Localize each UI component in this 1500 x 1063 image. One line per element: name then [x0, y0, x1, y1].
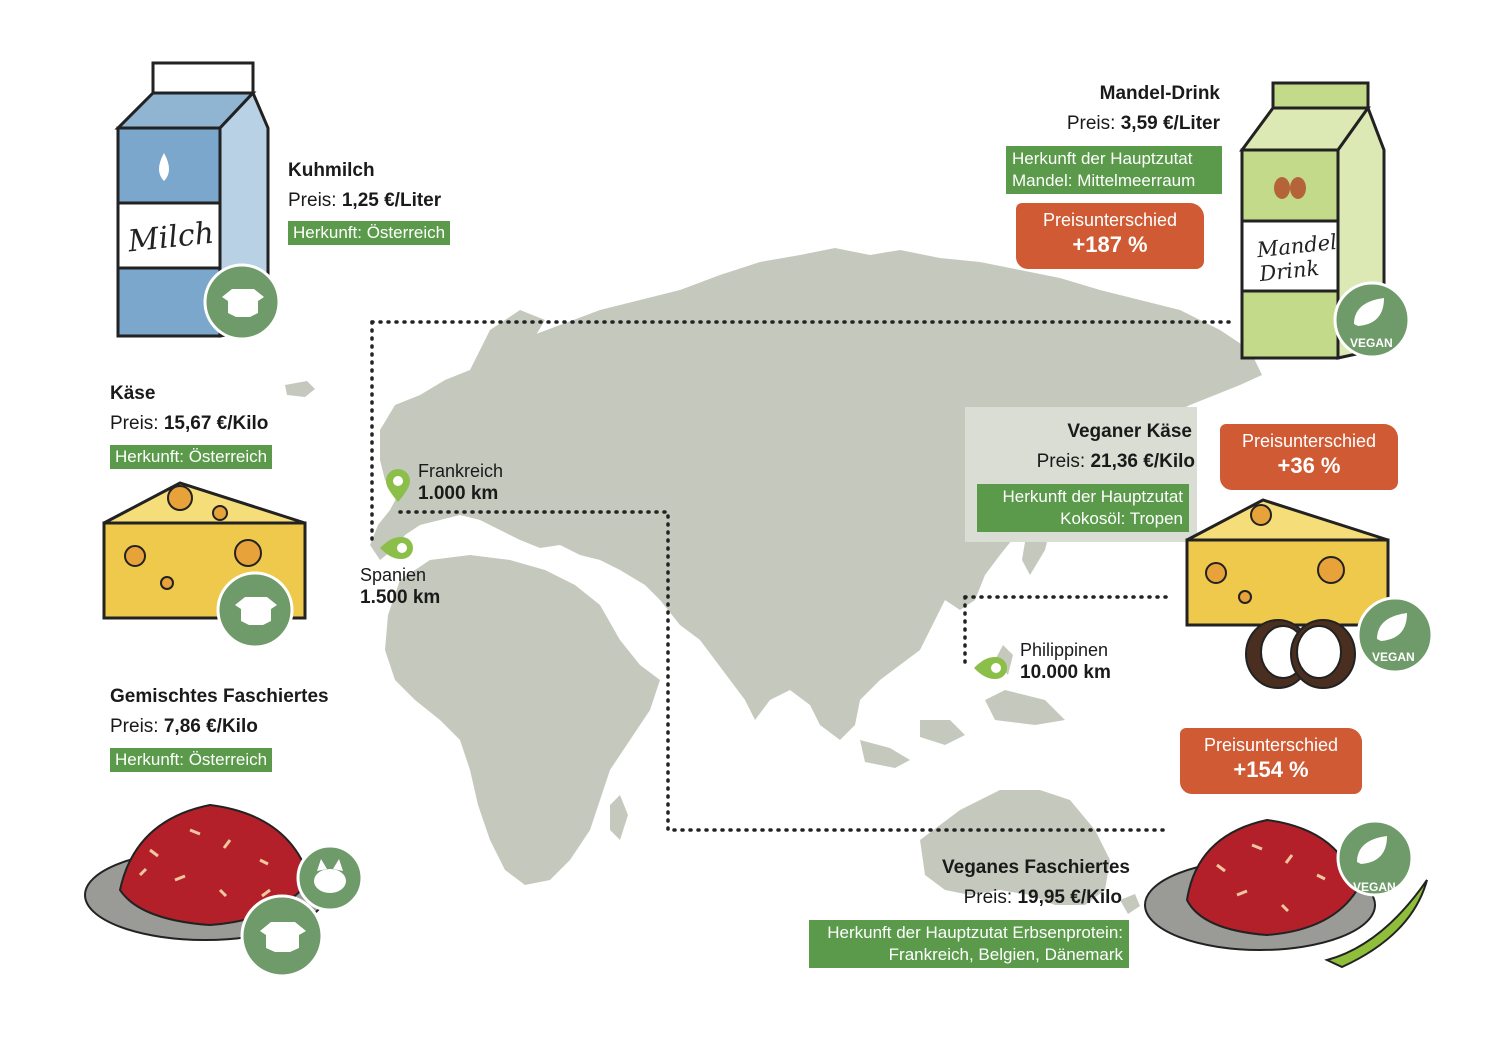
veganer-kaese-title: Veganer Käse	[1067, 421, 1192, 442]
location-frankreich-name: Frankreich	[418, 461, 504, 481]
vegan-leaf-icon	[1356, 596, 1434, 674]
veganer-kaese-price: Preis: 21,36 €/Kilo	[1037, 451, 1195, 473]
vegan-leaf-icon	[1336, 819, 1414, 897]
faschiertes-price-value: 7,86 €/Kilo	[163, 716, 258, 737]
kaese-price: Preis: 15,67 €/Kilo	[110, 413, 268, 435]
veganes-faschiertes-origin-line1: Herkunft der Hauptzutat Erbsenprotein:	[827, 923, 1123, 942]
location-pin-icon	[380, 537, 413, 559]
veganes-faschiertes-origin: Herkunft der Hauptzutat Erbsenprotein: F…	[809, 920, 1129, 968]
veganes-faschiertes-origin-line2: Frankreich, Belgien, Dänemark	[888, 945, 1123, 964]
faschiertes-price: Preis: 7,86 €/Kilo	[110, 716, 258, 738]
vegan-cheese-illustration	[1185, 498, 1390, 627]
veganer-kaese-price-difference: Preisunterschied +36 %	[1220, 424, 1398, 490]
vegan-minced-meat-illustration	[1144, 818, 1428, 969]
kaese-title: Käse	[110, 383, 156, 404]
veganes-faschiertes-price-difference: Preisunterschied +154 %	[1180, 728, 1362, 794]
mandel-drink-price-label: Preis:	[1066, 113, 1116, 134]
kuhmilch-origin: Herkunft: Österreich	[288, 221, 451, 245]
location-spanien-name: Spanien	[360, 565, 427, 585]
cow-icon	[240, 894, 324, 978]
minced-meat-illustration	[84, 803, 326, 941]
pig-icon	[296, 844, 364, 912]
kuhmilch-price-label: Preis:	[288, 190, 337, 211]
location-philippinen-distance: 10.000 km	[1020, 662, 1111, 683]
veganer-kaese-price-label: Preis:	[1036, 451, 1086, 472]
mandel-drink-origin: Herkunft der Hauptzutat Mandel: Mittelme…	[1006, 146, 1222, 194]
veganes-faschiertes-price-label: Preis:	[963, 887, 1013, 908]
mandel-drink-origin-line1: Herkunft der Hauptzutat	[1012, 149, 1193, 168]
veganes-faschiertes-diff-value: +154 %	[1233, 757, 1309, 782]
kuhmilch-price-value: 1,25 €/Liter	[341, 190, 442, 211]
veganes-faschiertes-price-value: 19,95 €/Kilo	[1017, 887, 1122, 908]
veganer-kaese-origin: Herkunft der Hauptzutat Kokosöl: Tropen	[977, 484, 1189, 532]
cow-icon	[216, 571, 294, 649]
location-frankreich-distance: 1.000 km	[418, 483, 499, 504]
location-philippinen-name: Philippinen	[1020, 640, 1109, 660]
route-lines	[370, 320, 1234, 832]
faschiertes-title: Gemischtes Faschiertes	[110, 686, 329, 707]
coconut-illustration	[1245, 619, 1356, 689]
continents	[285, 248, 1262, 914]
cow-icon	[203, 263, 281, 341]
veganer-kaese-price-value: 21,36 €/Kilo	[1090, 451, 1195, 472]
kaese-price-value: 15,67 €/Kilo	[163, 413, 269, 434]
mandel-drink-price: Preis: 3,59 €/Liter	[1067, 113, 1220, 135]
mandel-drink-title: Mandel-Drink	[1099, 83, 1220, 104]
location-spanien-distance: 1.500 km	[360, 587, 441, 608]
veganer-kaese-diff-label: Preisunterschied	[1241, 431, 1377, 451]
veganer-kaese-diff-value: +36 %	[1277, 453, 1341, 478]
kaese-origin: Herkunft: Österreich	[110, 445, 273, 469]
vegan-badge-label: VEGAN	[1350, 336, 1393, 350]
faschiertes-origin: Herkunft: Österreich	[110, 748, 273, 772]
veganer-kaese-origin-line1: Herkunft der Hauptzutat	[1002, 487, 1183, 506]
mandel-drink-diff-value: +187 %	[1072, 232, 1148, 257]
veganes-faschiertes-price: Preis: 19,95 €/Kilo	[964, 887, 1122, 909]
mandel-drink-origin-line2: Mandel: Mittelmeerraum	[1012, 171, 1196, 190]
location-pin-icon	[974, 657, 1007, 679]
veganes-faschiertes-title: Veganes Faschiertes	[942, 857, 1130, 878]
kuhmilch-title: Kuhmilch	[288, 160, 375, 181]
kaese-price-label: Preis:	[110, 413, 159, 434]
kuhmilch-price: Preis: 1,25 €/Liter	[288, 190, 441, 212]
vegan-badge-label: VEGAN	[1372, 650, 1415, 664]
veganer-kaese-origin-line2: Kokosöl: Tropen	[1060, 509, 1183, 528]
vegan-badge-label: VEGAN	[1353, 880, 1396, 894]
almond-carton-label: Mandel Drink	[1256, 230, 1341, 286]
mandel-drink-diff-label: Preisunterschied	[1042, 210, 1178, 230]
vegan-leaf-icon	[1333, 281, 1411, 359]
veganes-faschiertes-diff-label: Preisunterschied	[1203, 735, 1339, 755]
mandel-drink-price-value: 3,59 €/Liter	[1120, 113, 1220, 134]
mandel-drink-price-difference: Preisunterschied +187 %	[1016, 203, 1204, 269]
faschiertes-price-label: Preis:	[110, 716, 159, 737]
location-pin-icon	[386, 469, 410, 502]
